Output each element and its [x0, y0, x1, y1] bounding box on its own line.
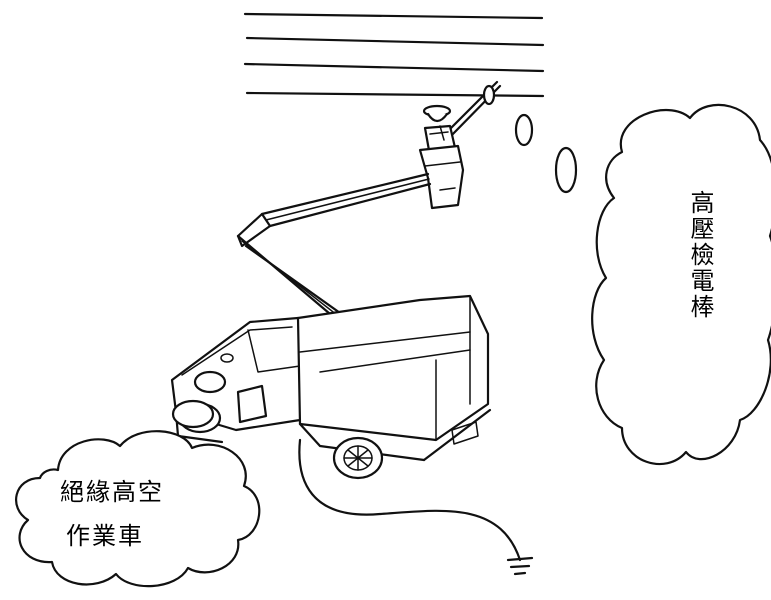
truck-bubble-trail — [171, 370, 227, 429]
truck-callout-label-line1: 絕緣高空 — [60, 478, 164, 506]
detector-callout-cloud — [591, 103, 771, 466]
truck-body — [170, 294, 492, 462]
boom-elbow — [236, 212, 272, 248]
detector-callout-label: 高壓檢電棒 — [686, 190, 714, 320]
upper-boom — [260, 172, 432, 228]
grounding-cable — [298, 438, 534, 576]
power-lines — [243, 12, 545, 98]
aerial-bucket — [418, 144, 465, 210]
detector-bubble-trail — [482, 84, 578, 194]
truck-callout-cloud — [15, 430, 261, 588]
truck-callout-label-line2: 作業車 — [66, 522, 144, 550]
